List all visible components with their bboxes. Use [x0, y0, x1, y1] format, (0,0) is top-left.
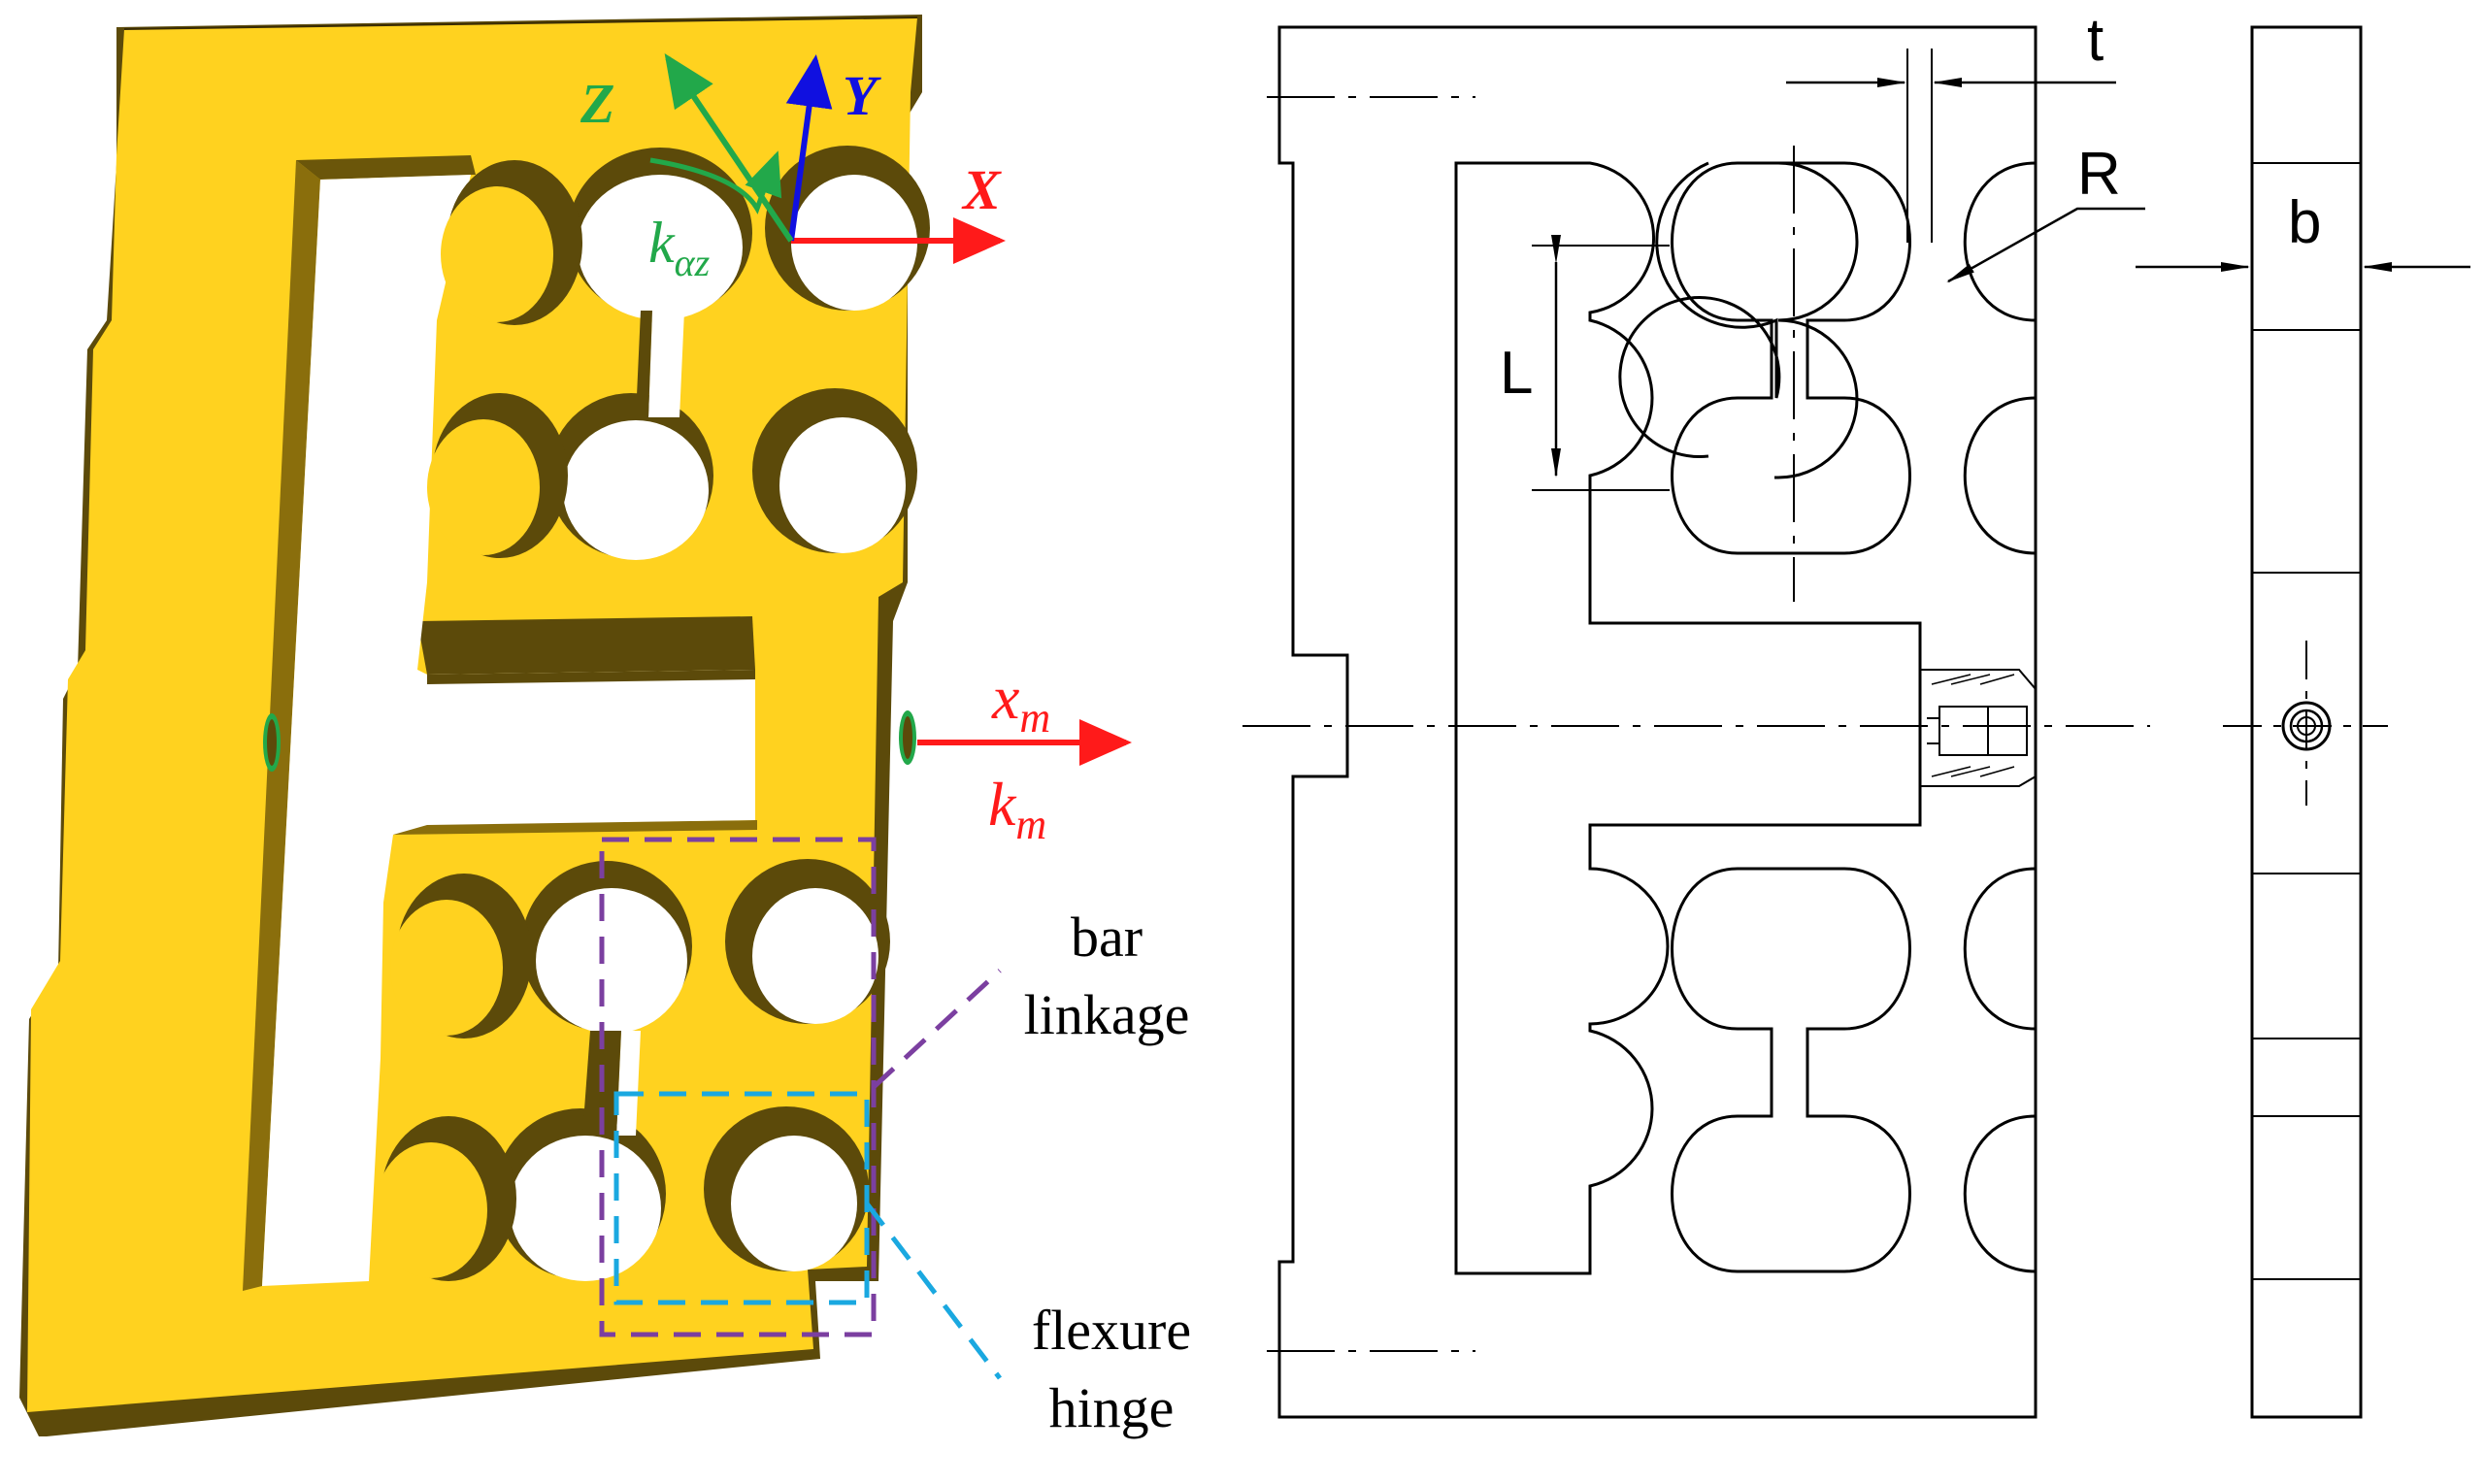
front-view-drawing	[1242, 25, 2150, 1419]
part-slot-wall	[243, 160, 320, 1291]
dim-R-label: R	[2077, 141, 2121, 208]
flexure-hinge-label-line2: hinge	[1049, 1376, 1175, 1439]
coordinate-axes: X Y Z kαz xm km	[580, 53, 1132, 848]
side-view-hole	[2281, 701, 2332, 751]
dim-t-label: t	[2087, 7, 2104, 74]
km-label: km	[988, 770, 1046, 848]
front-view-outline	[1277, 25, 2038, 1419]
bar-linkage-label-line2: linkage	[1024, 983, 1190, 1046]
part-holes-bottom	[375, 859, 890, 1281]
callouts: bar linkage flexure hinge	[599, 837, 1191, 1439]
z-axis-label: Z	[580, 72, 614, 135]
part-through-slot-left	[262, 175, 471, 1286]
bar-linkage-label-line1: bar	[1071, 906, 1143, 969]
y-axis-arrow	[785, 54, 833, 242]
flexure-hinge-box	[613, 1091, 870, 1305]
xm-label: xm	[991, 663, 1050, 742]
front-view-neck-top	[1690, 178, 1889, 557]
x-axis-label: X	[961, 158, 1002, 221]
side-view-drawing	[2136, 25, 2470, 1419]
z-axis-arrow	[664, 53, 794, 243]
flexure-hinge-leader	[865, 1202, 1002, 1380]
k-alpha-z-rotation-arrow	[649, 150, 782, 214]
flexure-hinge-label-line1: flexure	[1032, 1299, 1191, 1362]
front-view-slot	[1454, 161, 1922, 1275]
k-alpha-z-label: kαz	[648, 211, 711, 284]
bar-linkage-leader	[872, 969, 1002, 1089]
dim-L-label: L	[1500, 340, 1533, 407]
part-holes-top	[427, 146, 930, 560]
side-view-outline	[2250, 25, 2363, 1419]
dim-R-leader	[1946, 207, 2145, 283]
front-view-threaded-insert	[1920, 669, 2037, 787]
dim-b-label: b	[2288, 189, 2321, 256]
isometric-part-view	[19, 15, 930, 1436]
y-axis-label: Y	[843, 64, 881, 127]
